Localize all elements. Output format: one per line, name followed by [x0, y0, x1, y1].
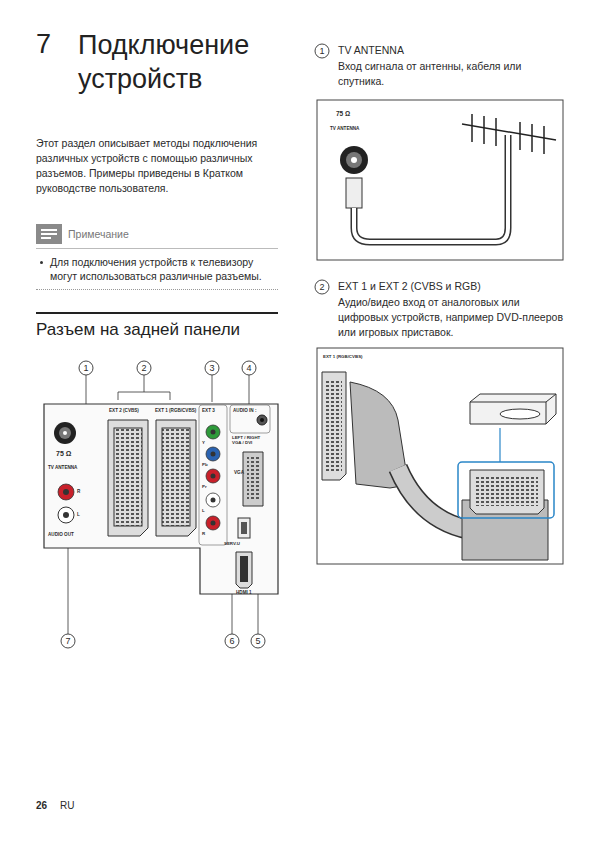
- item-heading: EXT 1 и EXT 2 (CVBS и RGB): [338, 280, 481, 293]
- item-heading: TV ANTENNA: [338, 44, 404, 57]
- note-row: Для подключения устройств к телевизору м…: [36, 249, 278, 289]
- callout-number: 1: [314, 45, 330, 57]
- note-icon: [36, 224, 62, 244]
- page-number: 26: [36, 800, 47, 812]
- bullet: [40, 261, 43, 264]
- note-title: Примечание: [68, 228, 129, 240]
- item-text: Аудио/видео вход от аналоговых или цифро…: [338, 295, 563, 340]
- port-label: HDMI 1: [236, 590, 252, 596]
- port-label: TV ANTENNA: [48, 465, 77, 471]
- intro-text: Этот раздел описывает методы подключения…: [36, 136, 278, 196]
- port-label: EXT 1 (RGB/CVBS): [155, 408, 196, 414]
- note-text: Для подключения устройств к телевизору м…: [50, 255, 278, 283]
- port-label: AUDIO OUT: [48, 532, 74, 538]
- pin-label: Pb: [202, 462, 208, 467]
- chapter-number: 7: [36, 28, 51, 60]
- callout-number: 5: [250, 635, 266, 647]
- pin-label: L: [77, 512, 80, 518]
- note-header: Примечание: [36, 224, 278, 249]
- pin-label: L: [202, 508, 205, 513]
- pin-label: Y: [202, 440, 205, 445]
- item-text: Вход сигнала от антенны, кабеля или спут…: [338, 59, 563, 89]
- port-label: 75 Ω: [56, 450, 71, 458]
- port-label: TV ANTENNA: [330, 126, 359, 132]
- port-label: EXT 1 (RGB/CVBS): [323, 354, 363, 359]
- pin-label: Pr: [202, 484, 207, 489]
- pin-label: R: [77, 489, 80, 495]
- page-title: Подключение устройств: [78, 28, 298, 96]
- note-box: ПримечаниеДля подключения устройств к те…: [36, 224, 278, 290]
- callout-number: 2: [136, 362, 152, 374]
- callout-number: 3: [204, 362, 220, 374]
- pin-label: R: [202, 531, 205, 536]
- section-heading: Разъем на задней панели: [36, 320, 240, 340]
- port-label: LEFT / RIGHT VGA / DVI: [232, 435, 266, 446]
- port-label: AUDIO IN :: [233, 408, 256, 414]
- callout-number: 2: [314, 281, 330, 293]
- port-label: EXT 2 (CVBS): [109, 408, 139, 414]
- port-label: VGA: [234, 470, 244, 476]
- port-label: 75 Ω: [336, 110, 350, 118]
- port-label: EXT 3: [202, 408, 215, 414]
- callout-number: 4: [241, 362, 257, 374]
- callout-number: 1: [78, 362, 94, 374]
- callout-number: 6: [224, 635, 240, 647]
- callout-number: 7: [60, 635, 76, 647]
- port-label: SERV.U: [224, 541, 240, 546]
- language-code: RU: [60, 800, 74, 812]
